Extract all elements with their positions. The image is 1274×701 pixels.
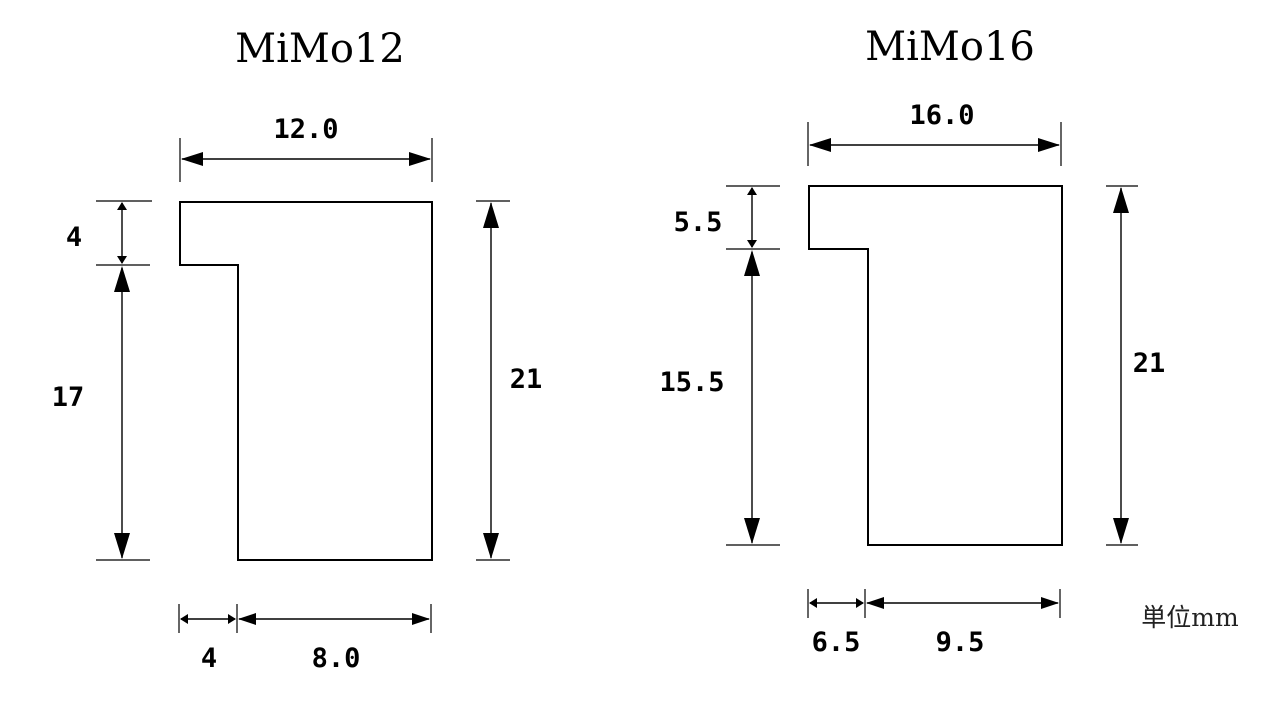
width-label: 12.0 [273, 114, 338, 145]
body-width-label: 8.0 [312, 643, 361, 674]
profile-title: MiMo12 [235, 26, 405, 72]
total-height-label: 21 [1133, 348, 1166, 379]
body-height-label: 15.5 [659, 367, 724, 398]
left-height-dimensions: 4 17 [52, 200, 152, 561]
lip-width-label: 6.5 [812, 627, 861, 658]
total-height-dimension: 21 [476, 200, 543, 561]
lip-height-label: 5.5 [674, 207, 723, 238]
total-height-dimension: 21 [1106, 185, 1166, 546]
width-label: 16.0 [909, 100, 974, 131]
profile-mimo16: MiMo16 16.0 5.5 15.5 [659, 24, 1165, 658]
lip-width-label: 4 [201, 643, 217, 674]
bottom-width-dimensions: 6.5 9.5 [807, 589, 1061, 658]
profile-outline [808, 185, 1063, 546]
bottom-width-dimensions: 4 8.0 [178, 604, 432, 674]
lip-height-label: 4 [66, 222, 82, 253]
left-height-dimensions: 5.5 15.5 [659, 185, 780, 546]
body-width-label: 9.5 [936, 627, 985, 658]
width-dimension: 16.0 [807, 100, 1062, 166]
body-height-label: 17 [52, 382, 85, 413]
width-dimension: 12.0 [179, 114, 433, 182]
profile-mimo12: MiMo12 12.0 4 17 [52, 26, 543, 674]
profile-title: MiMo16 [865, 24, 1035, 70]
total-height-label: 21 [510, 364, 543, 395]
profile-outline [179, 201, 433, 561]
unit-label: 単位mm [1141, 603, 1239, 632]
